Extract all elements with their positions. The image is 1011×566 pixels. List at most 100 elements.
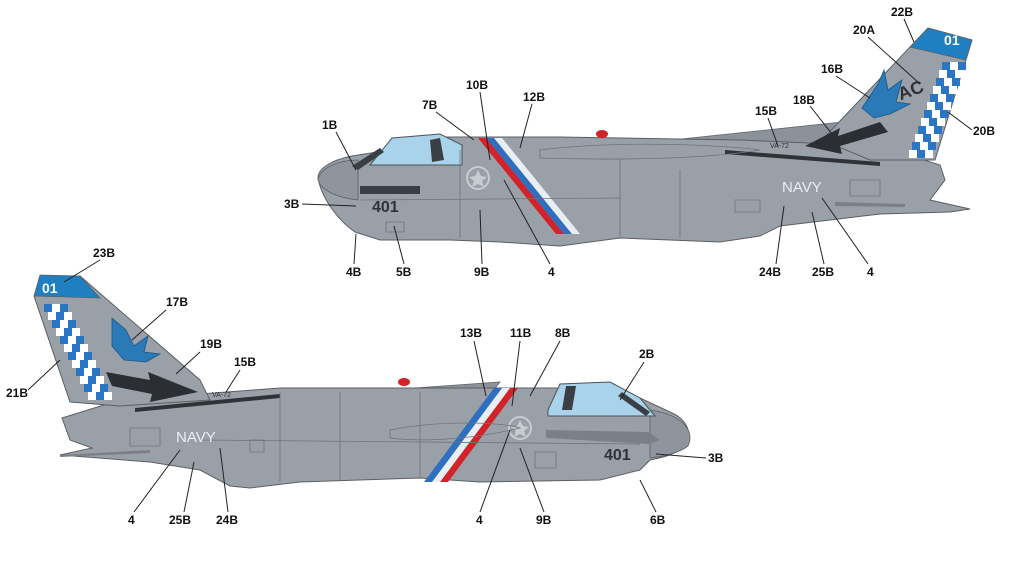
checker-square xyxy=(76,352,84,360)
checker-square xyxy=(943,102,951,110)
bottom-tail-number: 01 xyxy=(42,280,58,296)
top-seat xyxy=(430,138,444,162)
checker-square xyxy=(924,110,932,118)
top-canopy xyxy=(368,133,463,166)
bottom-navy: NAVY xyxy=(176,429,216,446)
checker-square xyxy=(84,368,92,376)
callout-top-20B: 20B xyxy=(973,124,995,138)
top-roundel xyxy=(466,166,490,190)
checker-square xyxy=(937,118,945,126)
checker-square xyxy=(92,384,100,392)
bottom-roundel xyxy=(508,416,532,440)
bottom-fin-cap xyxy=(33,274,101,299)
bottom-squadron: VA-72 xyxy=(212,392,231,399)
top-roundel-star xyxy=(469,170,487,187)
checker-square xyxy=(915,134,923,142)
checker-square xyxy=(48,312,56,320)
bottom-fuselage xyxy=(59,387,690,489)
top-spine-strip xyxy=(725,150,880,166)
checker-square xyxy=(88,392,96,400)
callout-top-24B: 24B xyxy=(759,265,781,279)
bottom-stripe-red xyxy=(440,388,518,482)
checker-square xyxy=(920,142,928,150)
checker-square xyxy=(68,336,76,344)
callout-top-7B: 7B xyxy=(422,98,438,112)
checker-square xyxy=(950,62,958,70)
checker-square xyxy=(80,360,88,368)
callout-top-25B: 25B xyxy=(812,265,834,279)
top-beacon xyxy=(596,130,608,138)
checker-square xyxy=(52,320,60,328)
callout-top-1B: 1B xyxy=(322,118,338,132)
checker-square xyxy=(929,118,937,126)
callout-bottom-8B: 8B xyxy=(555,326,571,340)
checker-square xyxy=(64,328,72,336)
checker-square xyxy=(60,320,68,328)
top-intake-grille xyxy=(360,186,420,194)
callout-bottom-17B: 17B xyxy=(166,295,188,309)
callout-bottom-19B: 19B xyxy=(200,337,222,351)
bottom-stripe-white xyxy=(432,388,510,482)
checker-square xyxy=(946,94,954,102)
bottom-arrow xyxy=(106,372,198,402)
callout-top-22B: 22B xyxy=(891,5,913,19)
callout-top-16B: 16B xyxy=(821,62,843,76)
top-nose xyxy=(317,159,359,201)
callout-top-18B: 18B xyxy=(793,93,815,107)
callouts-bottom: 23B 17B 19B 15B 21B 13B 11B 8B 2B 3B 4 2… xyxy=(6,246,724,527)
checker-square xyxy=(72,344,80,352)
checker-square xyxy=(941,86,949,94)
checker-square xyxy=(68,320,76,328)
bottom-fin-eagle xyxy=(111,317,162,363)
checker-square xyxy=(938,94,946,102)
checker-square xyxy=(96,392,104,400)
bottom-refuel-probe xyxy=(546,430,660,444)
checker-square xyxy=(912,142,920,150)
callout-bottom-9B: 9B xyxy=(536,513,552,527)
top-refuel-probe xyxy=(835,202,905,207)
checker-square xyxy=(88,360,96,368)
callout-top-10B: 10B xyxy=(466,78,488,92)
checker-square xyxy=(84,352,92,360)
bottom-spine-strip xyxy=(135,394,280,412)
callout-top-4B: 4B xyxy=(346,265,362,279)
checker-square xyxy=(955,70,963,78)
checker-square xyxy=(68,352,76,360)
checker-square xyxy=(936,78,944,86)
callout-bottom-15B: 15B xyxy=(234,355,256,369)
callout-top-4b: 4 xyxy=(867,265,874,279)
callout-top-9B: 9B xyxy=(474,265,490,279)
bottom-beacon xyxy=(398,378,410,386)
checker-square xyxy=(80,376,88,384)
aircraft-top-view: 401 NAVY VA-72 01 AC xyxy=(317,27,973,247)
bottom-forward-probe xyxy=(60,450,150,457)
checker-square xyxy=(923,134,931,142)
top-windscreen-frame xyxy=(352,148,384,170)
checker-square xyxy=(928,142,936,150)
checker-square xyxy=(92,368,100,376)
top-fin-eagle xyxy=(861,68,912,119)
checker-square xyxy=(80,344,88,352)
checker-square xyxy=(52,304,60,312)
top-rudder-checkerboard xyxy=(909,62,966,158)
callout-bottom-3B: 3B xyxy=(708,451,724,465)
checker-square xyxy=(958,62,966,70)
top-fin-cap xyxy=(909,27,973,61)
checker-square xyxy=(76,368,84,376)
checker-square xyxy=(918,126,926,134)
aircraft-bottom-view: 401 NAVY VA-72 01 xyxy=(33,274,691,489)
top-arrow xyxy=(805,122,888,154)
bottom-rudder-checkerboard xyxy=(44,304,112,400)
top-stripe-white xyxy=(494,138,580,234)
bottom-windscreen-frame xyxy=(618,392,650,416)
checker-square xyxy=(944,78,952,86)
checker-square xyxy=(72,328,80,336)
checker-square xyxy=(56,328,64,336)
callout-bottom-13B: 13B xyxy=(460,326,482,340)
checker-square xyxy=(96,376,104,384)
callout-bottom-2B: 2B xyxy=(639,347,655,361)
top-tail-number: 01 xyxy=(944,32,960,48)
checker-square xyxy=(949,86,957,94)
